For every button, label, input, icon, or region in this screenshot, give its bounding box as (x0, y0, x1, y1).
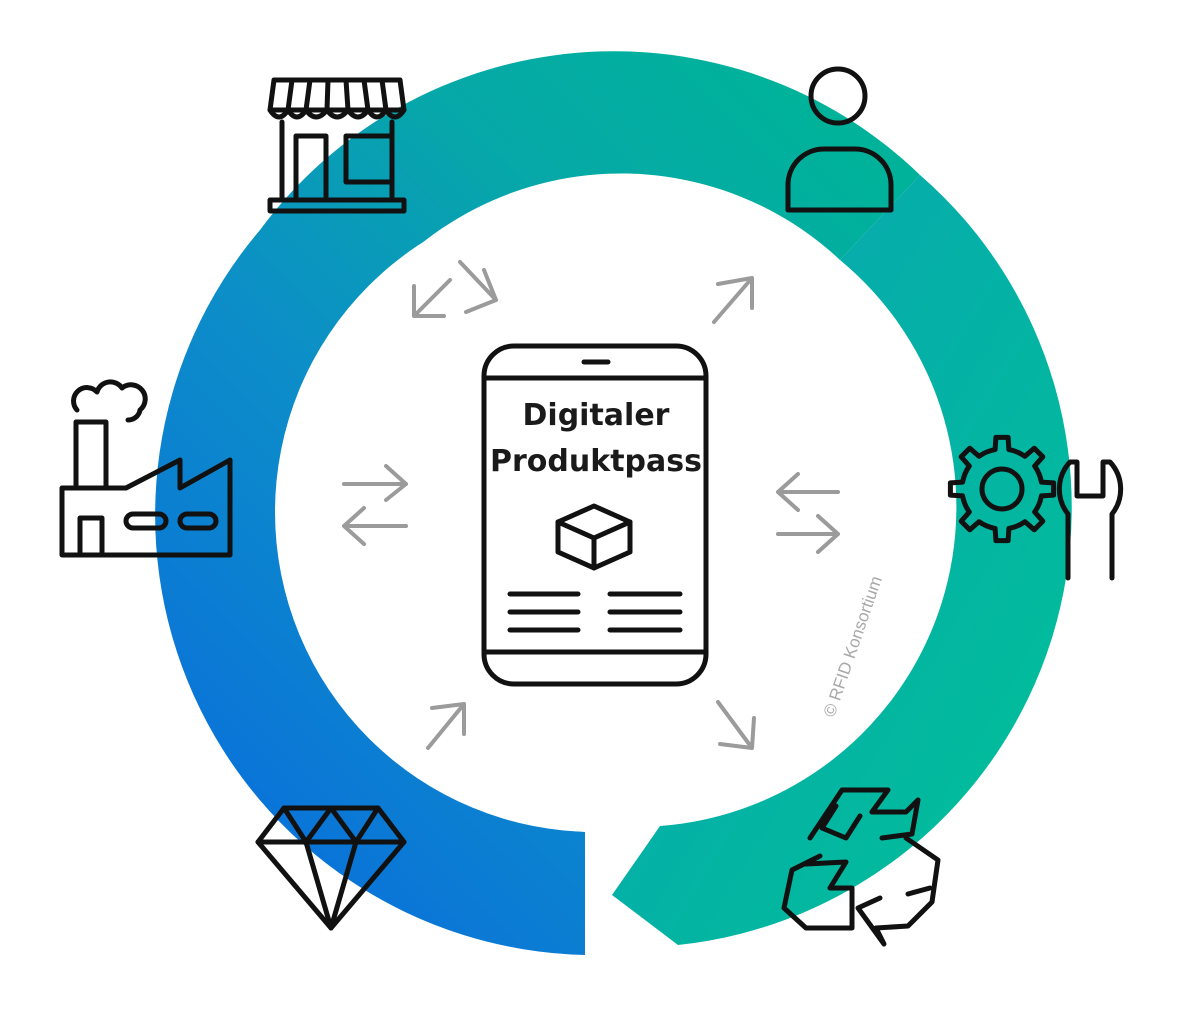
title-line-1: Digitaler (523, 398, 670, 433)
gear-wrench-icon (947, 434, 1124, 581)
arrow-upper-right (712, 276, 754, 324)
store-icon (267, 77, 407, 214)
diamond-icon (255, 805, 407, 931)
cycle-ring-left (155, 51, 920, 955)
box-icon (555, 503, 633, 571)
arrow-lower-left (426, 702, 466, 750)
title-line-2: Produktpass (490, 444, 702, 479)
factory-icon (59, 379, 233, 558)
arrow-lower-right (716, 700, 756, 750)
recycle-icon (781, 787, 941, 947)
person-icon (785, 66, 894, 213)
arrows-right (776, 472, 840, 554)
tablet-device (481, 343, 709, 687)
arrows-upper-left (412, 260, 498, 318)
text-lines (507, 591, 683, 633)
arrows-left (342, 464, 408, 546)
cycle-ring-right (612, 175, 1072, 945)
